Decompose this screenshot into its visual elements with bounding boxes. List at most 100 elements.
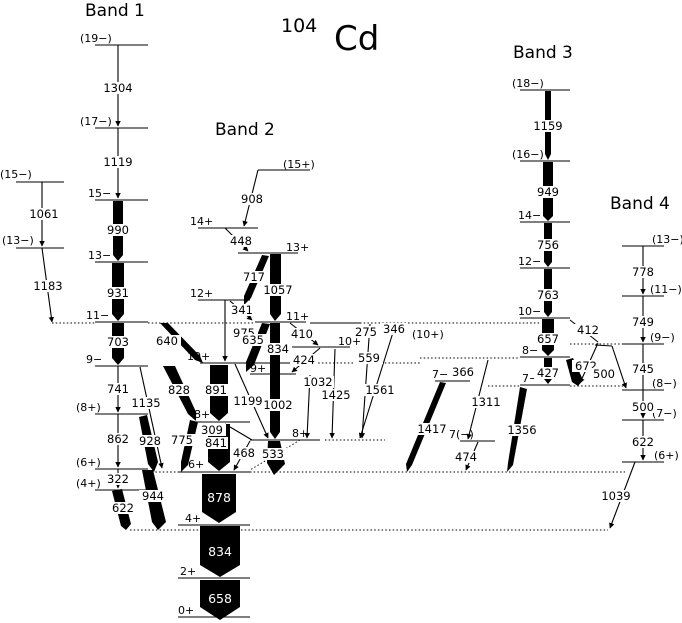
band-4-label: Band 4	[610, 194, 670, 214]
spin-b2-9: 9+	[250, 362, 266, 375]
gamma-878-label: 878	[207, 490, 231, 505]
gamma-717-label: 717	[243, 270, 265, 284]
spin-b3-16: (16−)	[512, 148, 544, 161]
connectors	[130, 322, 625, 531]
gamma-410-label: 410	[291, 327, 313, 341]
gamma-1199-label: 1199	[233, 394, 262, 408]
spin-b1-8: (8+)	[76, 401, 101, 414]
gamma-1425-label: 1425	[321, 388, 350, 402]
spin-b1-6: (6+)	[76, 456, 101, 469]
band-1-label: Band 1	[85, 1, 145, 21]
gamma-749-label: 749	[632, 315, 654, 329]
spin-b1-17: (17−)	[80, 115, 112, 128]
band-2-label: Band 2	[215, 120, 275, 140]
gamma-931-label: 931	[107, 286, 129, 300]
gamma-366-label: 366	[452, 365, 474, 379]
spin-b4-11: (11−)	[650, 283, 682, 296]
spin-b2-14: 14+	[190, 215, 213, 228]
gamma-341-label: 341	[231, 303, 253, 317]
gamma-828-label: 828	[168, 383, 190, 397]
gamma-891-label: 891	[205, 383, 227, 397]
gamma-908-label: 908	[241, 192, 263, 206]
gamma-275-label: 275	[355, 325, 377, 339]
spin-0plus: 0+	[178, 604, 194, 617]
band-2: (15+) 14+ 13+ 12+ 11+ 9+ 8+ 10+ (10+) 90…	[190, 158, 540, 475]
gamma-1356-label: 1356	[507, 423, 536, 437]
spin-b4-13: (13−)	[652, 233, 682, 246]
middle-states: 7− 7(−) 366 1417 1311 474 1356	[406, 359, 538, 472]
gamma-949-label: 949	[537, 185, 559, 199]
band-4: (13−) (11−) (9−) (8−) (7−) (6+) 778 749 …	[590, 233, 682, 529]
spin-m7a: 7−	[432, 368, 448, 381]
gamma-309-label: 309	[201, 423, 223, 437]
gamma-756-label: 756	[537, 238, 559, 252]
gamma-424-label: 424	[293, 353, 315, 367]
gamma-559-label: 559	[358, 351, 380, 365]
spin-b2-12: 12+	[190, 287, 213, 300]
gamma-500a-label: 500	[593, 367, 615, 381]
spin-4plus: 4+	[185, 512, 201, 525]
gamma-745-label: 745	[632, 362, 654, 376]
gamma-1032-label: 1032	[303, 375, 332, 389]
gamma-763-label: 763	[537, 288, 559, 302]
gamma-448-label: 448	[230, 234, 252, 248]
spin-b1-11: 11−	[86, 309, 109, 322]
gamma-841-label: 841	[205, 436, 227, 450]
spin-b1-4: (4+)	[76, 477, 101, 490]
gamma-1057-label: 1057	[263, 283, 292, 297]
spin-b4-9: (9−)	[650, 331, 675, 344]
gamma-1304-label: 1304	[103, 81, 132, 95]
spin-b2-10p: (10+)	[412, 328, 444, 341]
gamma-635-label: 635	[242, 333, 264, 347]
spin-b3-10: 10−	[518, 305, 541, 318]
gamma-474-label: 474	[455, 450, 477, 464]
gamma-622b-label: 622	[632, 435, 654, 449]
spin-s15: (15−)	[0, 168, 32, 181]
gamma-412-label: 412	[577, 323, 599, 337]
gamma-622-label: 622	[112, 501, 134, 515]
spin-b2-13: 13+	[286, 241, 309, 254]
spin-b4-7: (7−)	[652, 407, 677, 420]
gamma-834b-label: 834	[267, 342, 289, 356]
gamma-944-label: 944	[142, 489, 164, 503]
side-band: (15−) (13−) 1061 1183	[0, 168, 95, 324]
gamma-1159-label: 1159	[533, 119, 562, 133]
spin-b1-19: (19−)	[80, 32, 112, 45]
spin-b3-14: 14−	[518, 209, 541, 222]
spin-m7b: 7(−)	[449, 428, 474, 441]
gamma-1135-label: 1135	[131, 396, 160, 410]
gamma-834-label: 834	[208, 544, 232, 559]
spin-b2-10b: 10+	[338, 335, 361, 348]
gamma-658	[200, 580, 240, 620]
gamma-1311-label: 1311	[471, 395, 500, 409]
spin-b3-8: 8−	[522, 344, 538, 357]
gamma-1039-label: 1039	[601, 489, 630, 503]
gamma-1183-label: 1183	[33, 279, 62, 293]
gamma-741-label: 741	[107, 382, 129, 396]
gamma-1002-label: 1002	[263, 398, 292, 412]
nucleus-mass: 104	[281, 15, 317, 37]
gamma-346-label: 346	[383, 322, 405, 336]
gamma-1061-label: 1061	[29, 207, 58, 221]
band-1: (19−) (17−) 15− 13− 11− 9− (8+) (6+) (4+…	[76, 32, 203, 530]
spin-b3-18: (18−)	[512, 77, 544, 90]
gamma-834	[200, 526, 240, 577]
gamma-500b-label: 500	[632, 400, 654, 414]
nucleus-symbol: Cd	[334, 19, 379, 59]
gamma-533-label: 533	[262, 447, 284, 461]
gamma-468-label: 468	[233, 446, 255, 460]
gamma-775-label: 775	[171, 433, 193, 447]
gamma-427-label: 427	[537, 366, 559, 380]
spin-b2-8: 8+	[292, 427, 308, 440]
gamma-640-label: 640	[156, 334, 178, 348]
spin-8plus: 8+	[194, 408, 210, 421]
gamma-1417-label: 1417	[417, 422, 446, 436]
gamma-990-label: 990	[107, 223, 129, 237]
gamma-778-label: 778	[632, 265, 654, 279]
spin-b4-8: (8−)	[652, 377, 677, 390]
spin-s13: (13−)	[2, 234, 34, 247]
band-3: (18−) (16−) 14− 12− 10− 8− 7− 1159 949 7…	[420, 77, 625, 387]
band-3-label: Band 3	[513, 43, 573, 63]
